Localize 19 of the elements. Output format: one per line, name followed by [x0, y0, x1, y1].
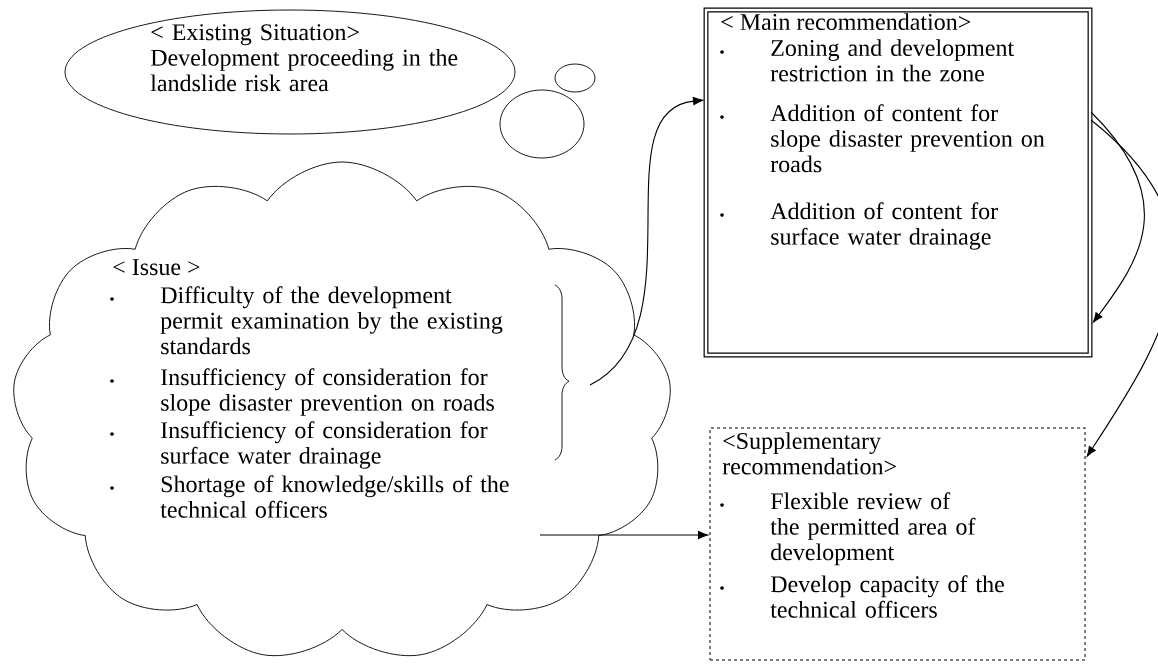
heading: < Main recommendation>: [721, 13, 971, 31]
list-item: Difficulty of the development permit examination by the existing standards: [160, 286, 503, 355]
list-item: Zoning and development restriction in the zone: [770, 39, 1014, 82]
arrow: [539, 530, 709, 540]
list-item: Addition of content for slope disaster prevention on roads: [770, 104, 1045, 173]
arrow: [1090, 111, 1145, 323]
heading: < Issue >: [113, 259, 200, 276]
list-item: Insufficiency of consideration for surface water drainage: [161, 421, 488, 469]
list-item: Develop capacity of the technical officers: [770, 575, 1004, 618]
thought-bubble: [554, 63, 596, 93]
arrow: [589, 97, 704, 386]
arrow: [1086, 119, 1158, 457]
list-item: Shortage of knowledge/skills of the technical officers: [160, 475, 509, 518]
list-item: Insufficiency of consideration for slope disaster prevention on roads: [161, 368, 494, 416]
heading: <Supplementary recommendation>: [722, 432, 896, 475]
list-item: Addition of content for surface water drainage: [770, 202, 998, 250]
thought-bubble: [499, 89, 585, 159]
list-item: Flexible review of the permitted area of development: [770, 492, 976, 566]
bubble-text: < Existing Situation> Development proceeding in the landslide risk area: [150, 24, 458, 92]
